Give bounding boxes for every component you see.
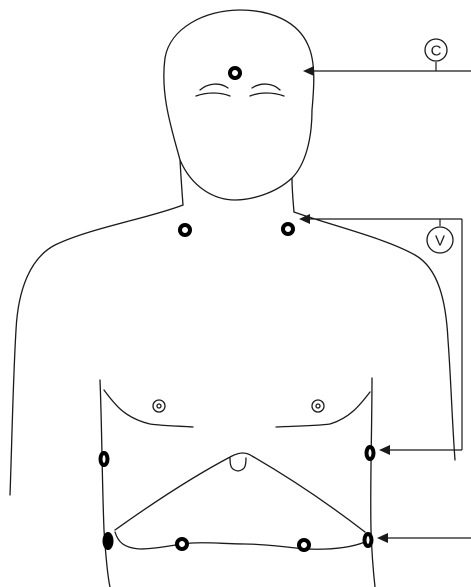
- electrode-lower-right-abdomen: [299, 540, 309, 550]
- electrode-neck-left: [180, 225, 190, 235]
- left-shoulder-arm: [10, 205, 183, 495]
- electrode-neck-right: [283, 224, 293, 234]
- left-nipple-center: [157, 404, 161, 408]
- left-eyebrow: [200, 84, 228, 90]
- rib-cage-line: [115, 453, 365, 532]
- electrode-side-right: [367, 447, 374, 459]
- c-lead-arrowhead: [303, 66, 314, 76]
- electrode-lower-right-side: [365, 534, 372, 546]
- electrodes: [101, 68, 374, 550]
- neck-right-line: [292, 178, 294, 212]
- right-eyebrow: [252, 84, 280, 90]
- left-chest-line: [104, 390, 193, 427]
- electrode-side-left: [101, 453, 108, 465]
- lower-right-arrowhead: [377, 533, 388, 543]
- right-nipple: [312, 400, 324, 412]
- v-badge-label: V: [435, 233, 445, 250]
- electrode-forehead: [230, 68, 240, 78]
- lead-wires: [299, 62, 471, 543]
- head-outline: [164, 10, 314, 200]
- c-badge-label: C: [431, 43, 442, 60]
- right-torso-side: [371, 378, 375, 587]
- v-lead-arrowhead-bottom: [379, 445, 390, 455]
- v-badge: V: [427, 227, 453, 253]
- right-nipple-center: [316, 404, 320, 408]
- electrode-lower-left-abdomen: [177, 539, 187, 549]
- right-eye-line: [250, 93, 284, 96]
- left-eye-line: [196, 93, 230, 96]
- left-nipple: [153, 400, 165, 412]
- navel: [230, 458, 246, 471]
- lower-abdomen-line: [115, 532, 365, 549]
- c-badge: C: [425, 39, 447, 61]
- left-torso-side: [100, 380, 110, 587]
- electrode-lower-left-side: [103, 532, 114, 550]
- body-outline: [10, 10, 455, 587]
